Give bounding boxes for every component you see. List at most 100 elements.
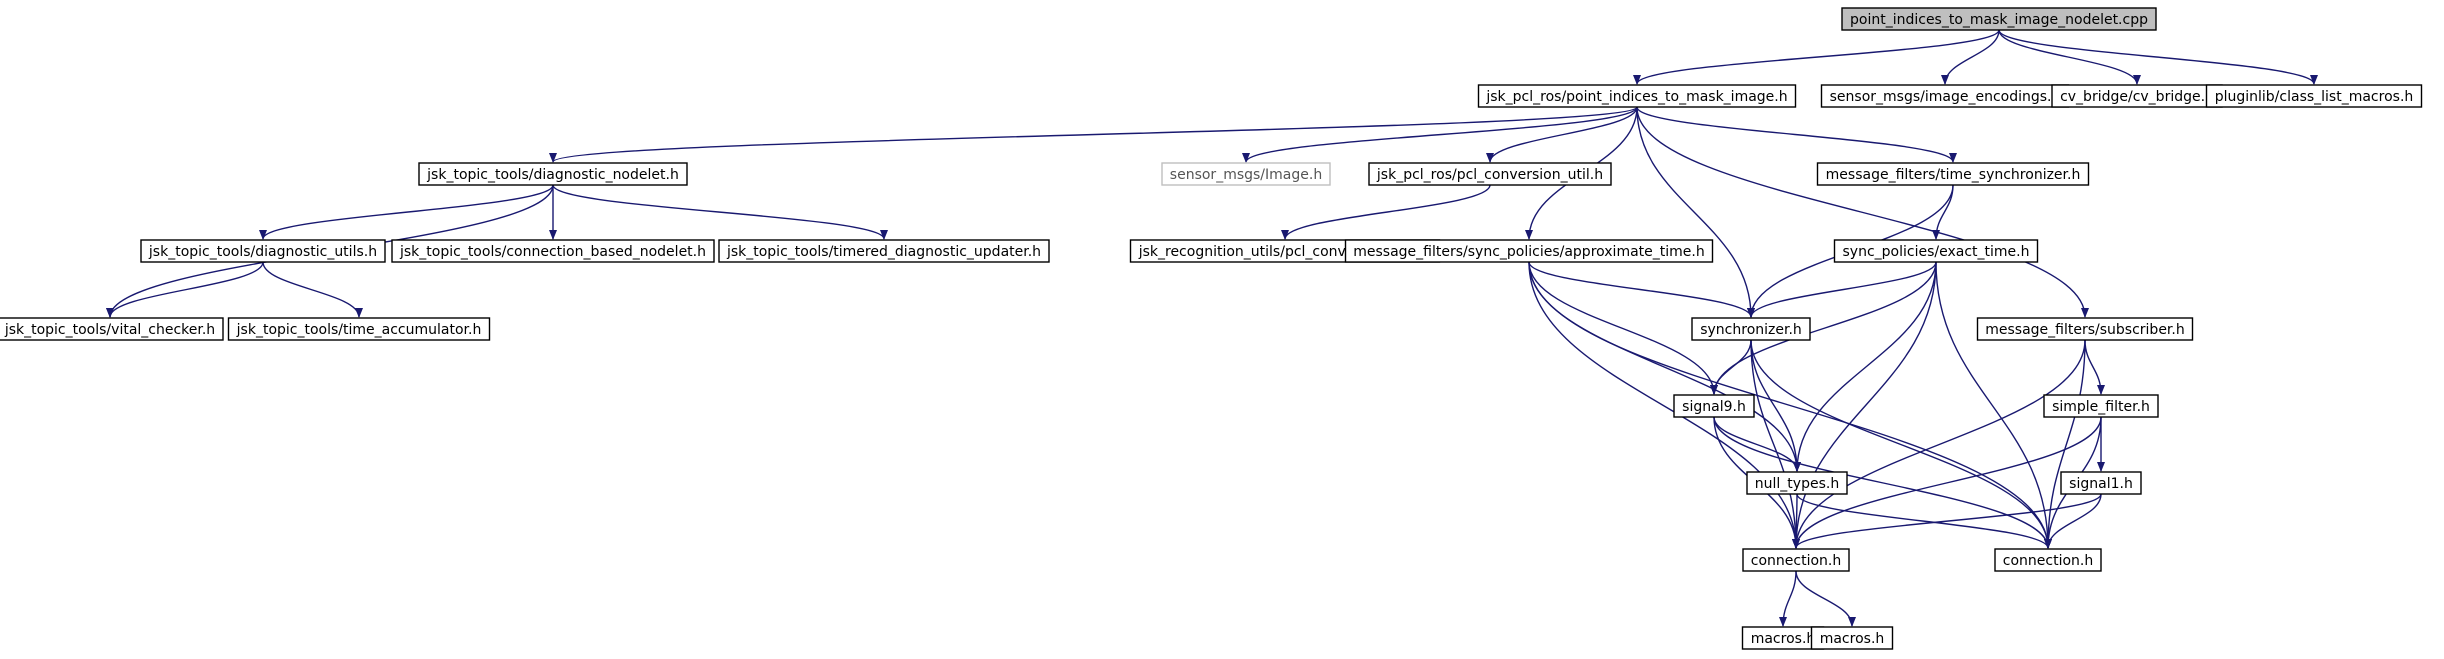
node-pcl-conv[interactable]: jsk_pcl_ros/pcl_conversion_util.h	[1368, 162, 1612, 186]
edge-approx-to-conn1	[1528, 261, 1800, 549]
node-macros1[interactable]: macros.h	[1741, 626, 1825, 650]
edge-approx-to-conn2	[1528, 261, 2052, 549]
edge-subscriber-to-conn2	[2044, 339, 2086, 549]
node-image[interactable]: sensor_msgs/Image.h	[1161, 162, 1331, 186]
edge-null_types-to-conn1	[1792, 493, 1801, 549]
edge-synchronizer-to-null_types	[1750, 339, 1801, 472]
node-box	[1994, 548, 2102, 572]
node-label: message_filters/sync_policies/approximat…	[1353, 244, 1704, 260]
node-vital[interactable]: jsk_topic_tools/vital_checker.h	[0, 317, 224, 341]
node-cvb[interactable]: cv_bridge/cv_bridge.h	[2051, 84, 2223, 108]
node-label: jsk_pcl_ros/point_indices_to_mask_image.…	[1485, 89, 1787, 105]
node-label: pluginlib/class_list_macros.h	[2215, 89, 2414, 105]
node-time-sync[interactable]: message_filters/time_synchronizer.h	[1816, 162, 2090, 186]
node-label: jsk_topic_tools/vital_checker.h	[4, 322, 215, 338]
node-box	[1810, 626, 1894, 650]
node-approx[interactable]: message_filters/sync_policies/approximat…	[1344, 239, 1714, 263]
edge-signal1-to-conn2	[2044, 493, 2102, 549]
node-label: simple_filter.h	[2052, 399, 2150, 415]
node-exact[interactable]: sync_policies/exact_time.h	[1833, 239, 2039, 263]
node-diag-utils[interactable]: jsk_topic_tools/diagnostic_utils.h	[140, 239, 386, 263]
node-conn1[interactable]: connection.h	[1742, 548, 1850, 572]
node-label: jsk_topic_tools/timered_diagnostic_updat…	[726, 244, 1041, 260]
node-label: jsk_topic_tools/connection_based_nodelet…	[399, 244, 706, 260]
node-label: sync_policies/exact_time.h	[1843, 244, 2030, 260]
edge-pitmi-to-image	[1242, 106, 1638, 163]
node-label: jsk_topic_tools/diagnostic_utils.h	[148, 244, 377, 260]
edge-root-to-cvb	[1998, 29, 2141, 85]
edge-pcl_conv-to-rec_pcl	[1281, 184, 1491, 240]
node-label: macros.h	[1751, 631, 1816, 647]
node-box	[1833, 239, 2039, 263]
edge-pitmi-to-subscriber	[1636, 106, 2089, 318]
edges-layer	[106, 29, 2318, 627]
node-pitmi[interactable]: jsk_pcl_ros/point_indices_to_mask_image.…	[1477, 84, 1797, 108]
node-signal9[interactable]: signal9.h	[1673, 394, 1755, 418]
node-label: jsk_topic_tools/diagnostic_nodelet.h	[426, 167, 679, 183]
edge-root-to-enc	[1941, 29, 2000, 85]
node-box	[1976, 317, 2194, 341]
node-box	[2205, 84, 2423, 108]
node-box	[227, 317, 491, 341]
edge-signal9-to-conn2	[1713, 416, 2052, 549]
node-macros2[interactable]: macros.h	[1810, 626, 1894, 650]
node-subscriber[interactable]: message_filters/subscriber.h	[1976, 317, 2194, 341]
edge-exact-to-conn2	[1935, 261, 2052, 549]
node-root[interactable]: point_indices_to_mask_image_nodelet.cpp	[1841, 7, 2157, 31]
edge-signal1-to-conn1	[1792, 493, 2102, 549]
edge-subscriber-to-simple_filter	[2084, 339, 2105, 395]
node-synchronizer[interactable]: synchronizer.h	[1691, 317, 1811, 341]
edge-subscriber-to-conn1	[1792, 339, 2086, 549]
node-box	[0, 317, 224, 341]
edge-approx-to-signal9	[1528, 261, 1718, 395]
node-box	[1816, 162, 2090, 186]
node-label: connection.h	[1751, 553, 1841, 569]
node-simple-filter[interactable]: simple_filter.h	[2043, 394, 2159, 418]
node-box	[391, 239, 715, 263]
node-box	[2060, 471, 2142, 495]
node-label: message_filters/subscriber.h	[1985, 322, 2184, 338]
node-conn-nodelet[interactable]: jsk_topic_tools/connection_based_nodelet…	[391, 239, 715, 263]
node-label: point_indices_to_mask_image_nodelet.cpp	[1850, 12, 2148, 28]
node-label: null_types.h	[1755, 476, 1839, 492]
node-box	[1746, 471, 1848, 495]
node-box	[1673, 394, 1755, 418]
edge-synchronizer-to-signal9	[1710, 339, 1752, 395]
node-accum[interactable]: jsk_topic_tools/time_accumulator.h	[227, 317, 491, 341]
edge-diag_utils-to-vital	[106, 261, 264, 318]
nodes-layer: point_indices_to_mask_image_nodelet.cppj…	[0, 7, 2423, 650]
edge-root-to-pitmi	[1633, 29, 2000, 85]
edge-exact-to-synchronizer	[1747, 261, 1937, 318]
node-enc[interactable]: sensor_msgs/image_encodings.h	[1820, 84, 2070, 108]
edge-time_sync-to-exact	[1932, 184, 1954, 240]
node-label: synchronizer.h	[1700, 322, 1802, 338]
node-box	[1368, 162, 1612, 186]
node-label: signal1.h	[2069, 476, 2133, 492]
node-label: jsk_pcl_ros/pcl_conversion_util.h	[1376, 167, 1603, 183]
node-timered[interactable]: jsk_topic_tools/timered_diagnostic_updat…	[718, 239, 1050, 263]
edge-diag_utils-to-accum	[262, 261, 363, 318]
node-box	[2043, 394, 2159, 418]
edge-synchronizer-to-conn1	[1750, 339, 1800, 549]
node-conn2[interactable]: connection.h	[1994, 548, 2102, 572]
node-label: sensor_msgs/image_encodings.h	[1830, 89, 2061, 105]
edge-pitmi-to-pcl_conv	[1486, 106, 1638, 163]
node-box	[140, 239, 386, 263]
node-label: macros.h	[1820, 631, 1885, 647]
node-plugin[interactable]: pluginlib/class_list_macros.h	[2205, 84, 2423, 108]
node-null-types[interactable]: null_types.h	[1746, 471, 1848, 495]
node-box	[718, 239, 1050, 263]
edge-root-to-plugin	[1998, 29, 2318, 85]
node-diag-nodelet[interactable]: jsk_topic_tools/diagnostic_nodelet.h	[418, 162, 688, 186]
node-label: jsk_topic_tools/time_accumulator.h	[236, 322, 482, 338]
node-box	[1344, 239, 1714, 263]
edge-exact-to-null_types	[1793, 261, 1937, 472]
edge-pitmi-to-diag_nodelet	[549, 106, 1638, 163]
node-label: cv_bridge/cv_bridge.h	[2060, 89, 2214, 105]
node-box	[1477, 84, 1797, 108]
edge-null_types-to-conn2	[1796, 493, 2052, 549]
node-signal1[interactable]: signal1.h	[2060, 471, 2142, 495]
edge-simple_filter-to-conn1	[1792, 416, 2102, 549]
node-box	[1841, 7, 2157, 31]
